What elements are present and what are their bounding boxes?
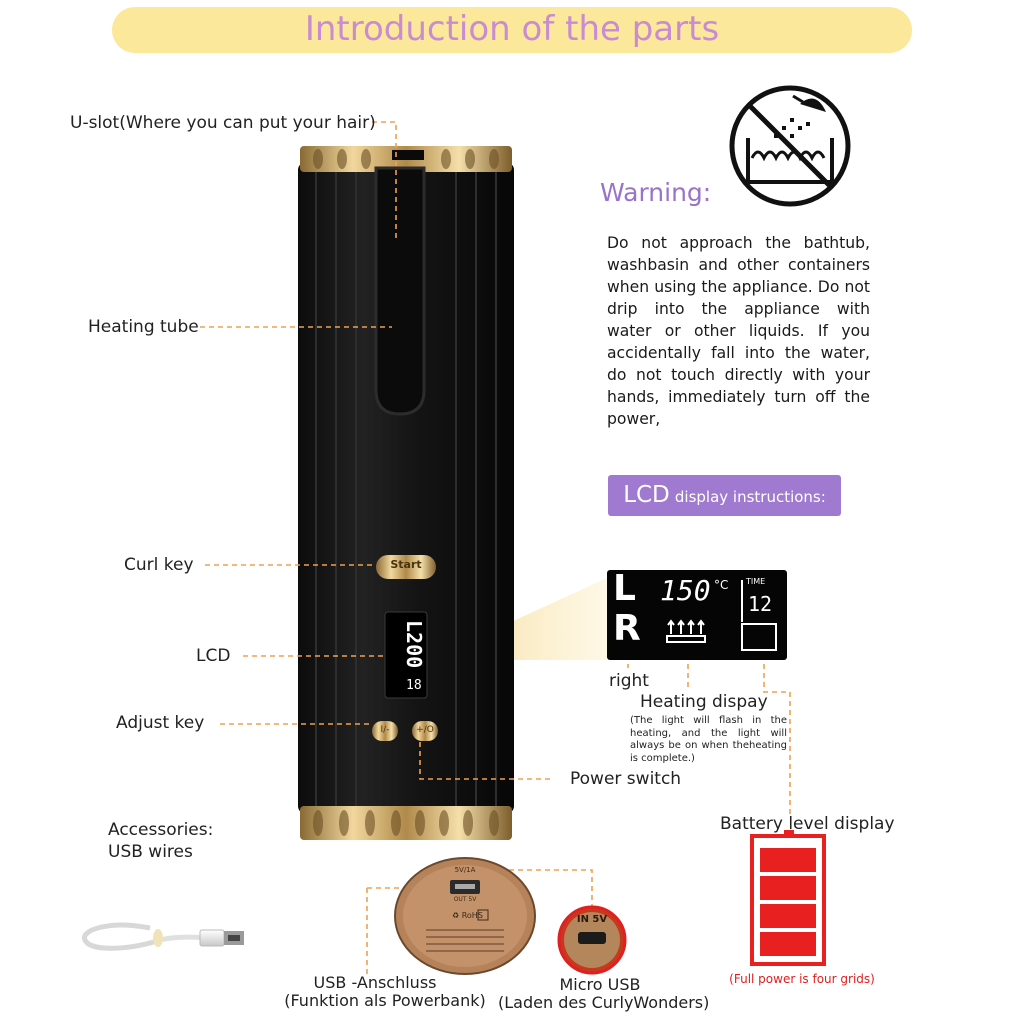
port-top-label: 5V/1A <box>454 866 476 874</box>
usb-caption-1: USB -Anschluss <box>313 973 437 992</box>
label-accessories: Accessories: <box>108 820 214 840</box>
title-banner <box>112 7 912 53</box>
adjust-plus-key <box>412 721 438 741</box>
micro-usb-caption-1: Micro USB <box>559 975 641 994</box>
lcd-title-big: LCD <box>623 482 670 508</box>
heating-note: (The light will flash in the heating, an… <box>630 715 787 764</box>
micro-usb-zoom <box>557 905 627 975</box>
heating-indicator-icon <box>666 619 706 643</box>
label-usb-wires: USB wires <box>108 842 193 862</box>
lcd-panel-icons <box>666 580 777 651</box>
usb-cable-drawing <box>82 922 244 951</box>
port-usb-label: OUT 5V <box>453 896 477 903</box>
full-power-note: (Full power is four grids) <box>729 972 875 986</box>
no-water-warning-icon <box>729 85 851 207</box>
heating-tube-slot <box>374 166 426 416</box>
lcd-panel-unit: °C <box>714 578 729 592</box>
label-lcd: LCD <box>196 646 231 666</box>
device-screen-time: 18 <box>406 678 422 693</box>
lcd-panel-time-value: 12 <box>748 592 773 616</box>
label-adjust-key: Adjust key <box>116 713 205 733</box>
svg-text:♻ RoHS: ♻ RoHS <box>452 911 483 920</box>
label-u-slot: U-slot(Where you can put your hair) <box>70 113 376 133</box>
body-ridges <box>315 170 497 806</box>
battery-indicator-icon <box>741 580 777 651</box>
micro-usb-caption-2: (Laden des CurlyWonders) <box>498 993 710 1012</box>
device-body <box>298 162 514 814</box>
device-screen-letter: L <box>402 620 426 633</box>
u-slot-opening <box>392 150 424 160</box>
label-power-switch: Power switch <box>570 769 682 789</box>
device-base-ports: ♻ RoHS <box>394 857 536 975</box>
label-heating-tube: Heating tube <box>88 317 199 337</box>
lcd-panel-letter-l: L <box>613 568 636 609</box>
micro-usb-zoom-label: IN 5V <box>576 914 608 925</box>
curl-key-text[interactable]: Start <box>390 558 422 571</box>
lcd-panel <box>607 570 787 660</box>
warning-body: Do not approach the bathtub, washbasin a… <box>607 234 870 428</box>
label-battery-level: Battery level display <box>720 814 895 834</box>
lcd-panel-temp: 150 <box>660 574 711 607</box>
adjust-plus-text[interactable]: +/O <box>416 725 434 735</box>
leader-lines <box>200 121 791 975</box>
lcd-panel-letter-r: R <box>613 608 641 649</box>
usb-caption-2: (Funktion als Powerbank) <box>284 991 486 1010</box>
device-screen-temp: 200 <box>402 632 426 669</box>
bottom-gold-ring <box>300 806 512 840</box>
adjust-minus-text[interactable]: I/- <box>380 725 390 735</box>
device-screen-readout: L200 18 <box>388 616 428 696</box>
adjust-minus-key <box>372 721 398 741</box>
curl-key-button <box>376 555 436 579</box>
lcd-panel-time-label: TIME <box>746 577 766 586</box>
page-title: Introduction of the parts <box>304 9 720 49</box>
label-right: right <box>609 671 649 691</box>
label-curl-key: Curl key <box>124 555 194 575</box>
device-screen <box>384 611 428 699</box>
lcd-instructions-title: LCD display instructions: <box>608 475 841 516</box>
lcd-title-small: display instructions: <box>674 488 826 506</box>
micro-usb-port <box>578 932 606 944</box>
label-heating-display: Heating dispay <box>640 692 768 712</box>
warning-title: Warning: <box>600 178 712 207</box>
lcd-instructions-badge <box>608 475 841 516</box>
battery-level-icon <box>750 830 826 966</box>
